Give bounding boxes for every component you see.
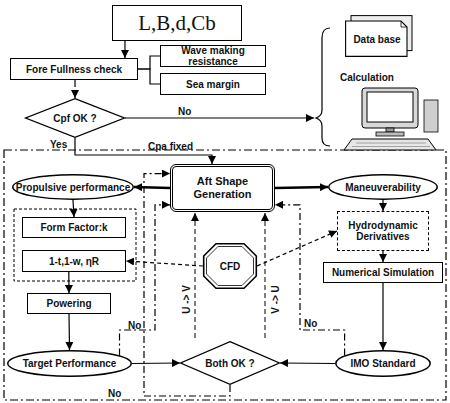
connector	[120, 205, 171, 356]
node-text: Maneuverability	[343, 182, 423, 193]
process-box: Fore Fullness check	[10, 58, 138, 80]
connector	[74, 80, 75, 98]
connector	[134, 187, 170, 188]
connector	[68, 272, 69, 293]
node-text: Hydrodynamic Derivatives	[338, 220, 428, 242]
computer-illustration	[344, 88, 438, 150]
node-text: L,B,d,Cb	[136, 11, 218, 35]
node-text: Aft Shape Generation	[173, 175, 272, 201]
node-text: Form Factor:k	[38, 222, 109, 233]
node-text: Cpf OK ?	[51, 113, 98, 124]
node-text: Propulsive performance	[14, 182, 132, 193]
node-text: Numerical Simulation	[330, 267, 436, 278]
node-text: Both OK ?	[203, 358, 256, 369]
terminal-ellipse: Propulsive performance	[12, 174, 134, 200]
connector	[138, 56, 160, 69]
node-text: Target Performance	[21, 358, 119, 369]
edge-label: No	[304, 318, 317, 329]
node-text: Data base	[351, 28, 406, 45]
edge-label: No	[128, 320, 141, 331]
connector	[275, 187, 328, 188]
connector	[382, 200, 383, 211]
terminal-ellipse: Target Performance	[7, 350, 132, 377]
process-box: Form Factor:k	[22, 217, 126, 238]
process-box: Sea margin	[160, 73, 266, 95]
no-arrow	[125, 117, 314, 118]
dashed-group	[14, 209, 136, 281]
connector	[73, 200, 74, 217]
connector	[126, 261, 203, 266]
decision-diamond: Cpf OK ?	[25, 98, 125, 138]
node-text: Powering	[44, 298, 93, 309]
process-box: Numerical Simulation	[323, 262, 443, 283]
node-text: Sea margin	[184, 79, 242, 90]
annotation: V -> U	[270, 275, 281, 325]
u-v-arrow	[195, 213, 196, 338]
process-box: Aft Shape Generation	[170, 164, 275, 212]
connector	[144, 174, 230, 396]
node-text: 1-t,1-w, ηR	[47, 256, 101, 267]
connector	[257, 231, 337, 266]
process-box: Hydrodynamic Derivatives	[337, 211, 429, 251]
connector	[280, 362, 335, 364]
process-box: L,B,d,Cb	[112, 5, 242, 41]
node-text: Wave making resistance	[161, 45, 265, 67]
terminal-ellipse: Maneuverability	[328, 174, 438, 200]
curly-bracket	[316, 28, 330, 146]
v-u-arrow	[265, 213, 266, 338]
annotation: Calculation	[340, 72, 394, 83]
node-text: Fore Fullness check	[24, 64, 124, 75]
annotation: Cpa fixed	[148, 141, 193, 152]
dash-dot-region	[4, 150, 446, 400]
terminal-ellipse: IMO Standard	[335, 350, 431, 377]
connector	[68, 314, 70, 350]
connector	[132, 362, 180, 364]
process-box: Powering	[27, 293, 111, 314]
connector	[124, 41, 125, 58]
annotation: No	[178, 106, 191, 117]
process-box: 1-t,1-w, ηR	[22, 250, 126, 272]
edge-label: No	[108, 388, 121, 399]
connector	[382, 283, 383, 350]
connector	[138, 69, 160, 84]
connector	[382, 251, 383, 262]
connector	[75, 138, 212, 164]
cfd-octagon: CFD	[203, 243, 257, 289]
edge-label: Yes	[50, 139, 67, 150]
document-shape: Data base	[345, 15, 413, 57]
decision-diamond: Both OK ?	[180, 341, 280, 385]
node-text: IMO Standard	[348, 358, 417, 369]
process-box: Wave making resistance	[160, 45, 266, 67]
node-text: CFD	[218, 261, 243, 272]
connector	[275, 205, 345, 356]
annotation: U -> V	[181, 275, 192, 325]
